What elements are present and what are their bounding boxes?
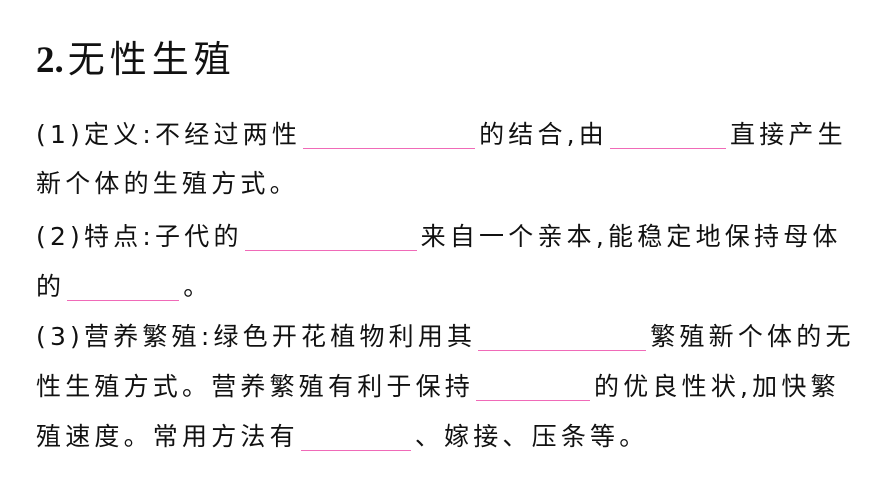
definition-line-1: (1)定义:不经过两性 的结合,由 直接产生 [36, 118, 847, 152]
definition-text: 新个体的生殖方式。 [36, 169, 299, 198]
features-text: 来自一个亲本,能稳定地保持母体 [420, 222, 842, 251]
vegetative-line-1: (3)营养繁殖:绿色开花植物利用其 繁殖新个体的无 [36, 320, 855, 354]
features-text: 。 [183, 272, 213, 301]
vegetative-text: 的优良性状,加快繁 [594, 372, 840, 401]
section-title-text: 无性生殖 [67, 38, 236, 81]
vegetative-line-3: 殖速度。常用方法有 、嫁接、压条等。 [36, 420, 648, 454]
section-number: 2. [36, 40, 64, 81]
vegetative-text: 绿色开花植物利用其 [213, 322, 477, 351]
fill-blank-5[interactable] [478, 322, 647, 351]
vegetative-text: 性生殖方式。营养繁殖有利于保持 [36, 372, 475, 401]
definition-label: (1)定义: [36, 120, 156, 149]
features-line-2: 的。 [36, 270, 212, 304]
features-text: 的 [36, 272, 66, 301]
fill-blank-7[interactable] [300, 422, 411, 451]
section-title: 2.无性生殖 [36, 38, 236, 83]
fill-blank-2[interactable] [610, 120, 727, 149]
definition-text: 不经过两性 [155, 120, 302, 149]
fill-blank-4[interactable] [67, 272, 180, 301]
fill-blank-6[interactable] [476, 372, 591, 401]
fill-blank-1[interactable] [303, 120, 476, 149]
fill-blank-3[interactable] [244, 222, 417, 251]
vegetative-label: (3)营养繁殖: [36, 322, 214, 351]
features-text: 子代的 [155, 222, 243, 251]
vegetative-text: 殖速度。常用方法有 [36, 422, 299, 451]
vegetative-line-2: 性生殖方式。营养繁殖有利于保持 的优良性状,加快繁 [36, 370, 840, 404]
vegetative-text: 繁殖新个体的无 [650, 322, 855, 351]
definition-text: 的结合,由 [479, 120, 609, 149]
vegetative-text: 、嫁接、压条等。 [414, 422, 649, 451]
definition-line-2: 新个体的生殖方式。 [36, 167, 299, 201]
features-label: (2)特点: [36, 222, 156, 251]
features-line-1: (2)特点:子代的 来自一个亲本,能稳定地保持母体 [36, 220, 842, 254]
definition-text: 直接产生 [730, 120, 847, 149]
